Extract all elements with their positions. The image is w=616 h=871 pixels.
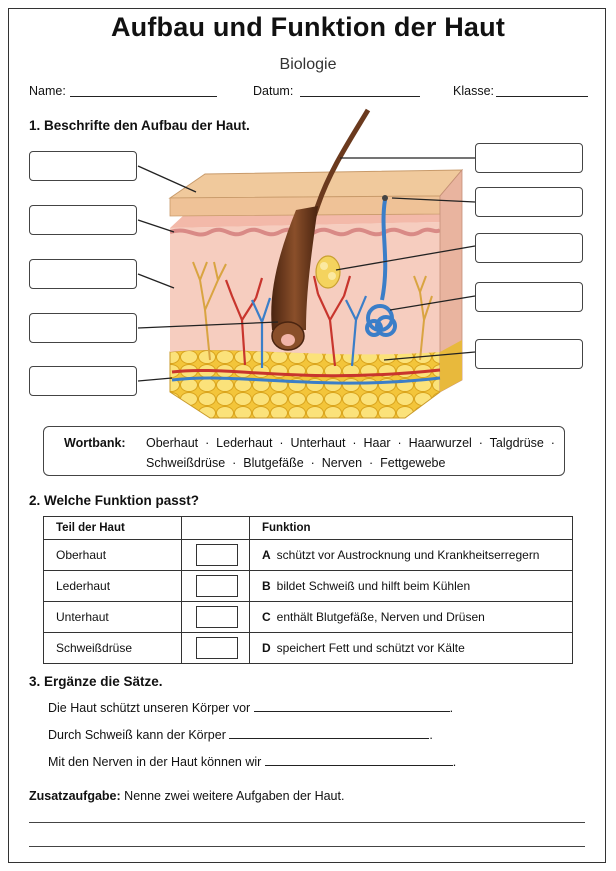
label-box-right-2[interactable]	[475, 187, 583, 217]
label-box-right-5[interactable]	[475, 339, 583, 369]
word-bank-line-2: Schweißdrüse · Blutgefäße · Nerven · Fet…	[146, 456, 446, 470]
sentence-2-text: Durch Schweiß kann der Körper	[48, 728, 226, 742]
table-header-row: Teil der Haut Funktion	[43, 516, 573, 540]
sweat-gland	[365, 199, 397, 337]
function-text: enthält Blutgefäße, Nerven und Drüsen	[276, 610, 485, 624]
name-field[interactable]	[70, 96, 217, 97]
sentence-3-blank[interactable]	[264, 765, 453, 766]
function-text: schützt vor Austrocknung und Krankheitse…	[276, 548, 540, 562]
sentence-1-end: .	[449, 701, 454, 715]
extra-task-label: Zusatzaufgabe:	[29, 789, 121, 803]
function-letter: A	[262, 548, 271, 562]
hair	[271, 108, 371, 351]
date-label: Datum:	[253, 84, 294, 98]
page-title: Aufbau und Funktion der Haut	[110, 12, 506, 42]
answer-line-2[interactable]	[29, 846, 585, 847]
answer-box[interactable]	[196, 637, 238, 659]
function-letter: C	[262, 610, 271, 624]
sentence-2: Durch Schweiß kann der Körper .	[48, 728, 433, 742]
function-text: bildet Schweiß und hilft beim Kühlen	[276, 579, 471, 593]
task2-heading: 2. Welche Funktion passt?	[29, 493, 200, 508]
label-box-left-4[interactable]	[29, 313, 137, 343]
label-box-left-3[interactable]	[29, 259, 137, 289]
extra-task-text: Nenne zwei weitere Aufgaben der Haut.	[124, 789, 345, 803]
col-answer-header	[181, 516, 250, 540]
answer-box[interactable]	[196, 544, 238, 566]
nerve-branches	[192, 261, 433, 361]
leader-lines	[137, 157, 476, 382]
part-cell: Lederhaut	[43, 570, 182, 602]
col-part-header: Teil der Haut	[43, 516, 182, 540]
label-box-right-1[interactable]	[475, 143, 583, 173]
worksheet-border	[8, 8, 606, 863]
col-function-header: Funktion	[249, 516, 573, 540]
answer-box[interactable]	[196, 575, 238, 597]
epidermis-layer	[168, 168, 464, 393]
class-field[interactable]	[496, 96, 588, 97]
label-box-right-4[interactable]	[475, 282, 583, 312]
blood-vessels	[171, 275, 441, 385]
function-letter: D	[262, 641, 271, 655]
label-box-right-3[interactable]	[475, 233, 583, 263]
sentence-3-end: .	[452, 755, 457, 769]
label-box-left-2[interactable]	[29, 205, 137, 235]
sentence-2-blank[interactable]	[229, 738, 430, 739]
name-label: Name:	[29, 84, 66, 98]
word-bank-label: Wortbank:	[64, 436, 126, 450]
function-text: speichert Fett und schützt vor Kälte	[276, 641, 465, 655]
sentence-1-blank[interactable]	[253, 711, 450, 712]
task3-heading: 3. Ergänze die Sätze.	[29, 674, 163, 689]
task1-heading: 1. Beschrifte den Aufbau der Haut.	[29, 118, 250, 133]
word-bank: Wortbank: Oberhaut · Lederhaut · Unterha…	[43, 426, 565, 476]
date-field[interactable]	[300, 96, 420, 97]
part-cell: Schweißdrüse	[43, 632, 182, 664]
label-box-left-5[interactable]	[29, 366, 137, 396]
answer-box[interactable]	[196, 606, 238, 628]
class-label: Klasse:	[453, 84, 494, 98]
part-cell: Oberhaut	[43, 539, 182, 571]
function-letter: B	[262, 579, 271, 593]
sentence-2-end: .	[429, 728, 433, 742]
page-subtitle: Biologie	[279, 56, 337, 73]
part-cell: Unterhaut	[43, 601, 182, 633]
skin-diagram	[137, 108, 476, 419]
sentence-1: Die Haut schützt unseren Körper vor .	[48, 701, 453, 715]
sentence-3: Mit den Nerven in der Haut können wir .	[48, 755, 456, 769]
word-bank-line-1: Oberhaut · Lederhaut · Unterhaut · Haar …	[146, 436, 555, 450]
answer-line-1[interactable]	[29, 822, 585, 823]
sebaceous-gland	[315, 255, 341, 289]
sentence-3-text: Mit den Nerven in der Haut können wir	[48, 755, 262, 769]
extra-task: Zusatzaufgabe: Nenne zwei weitere Aufgab…	[29, 789, 344, 803]
label-box-left-1[interactable]	[29, 151, 137, 181]
sentence-1-text: Die Haut schützt unseren Körper vor	[48, 701, 251, 715]
